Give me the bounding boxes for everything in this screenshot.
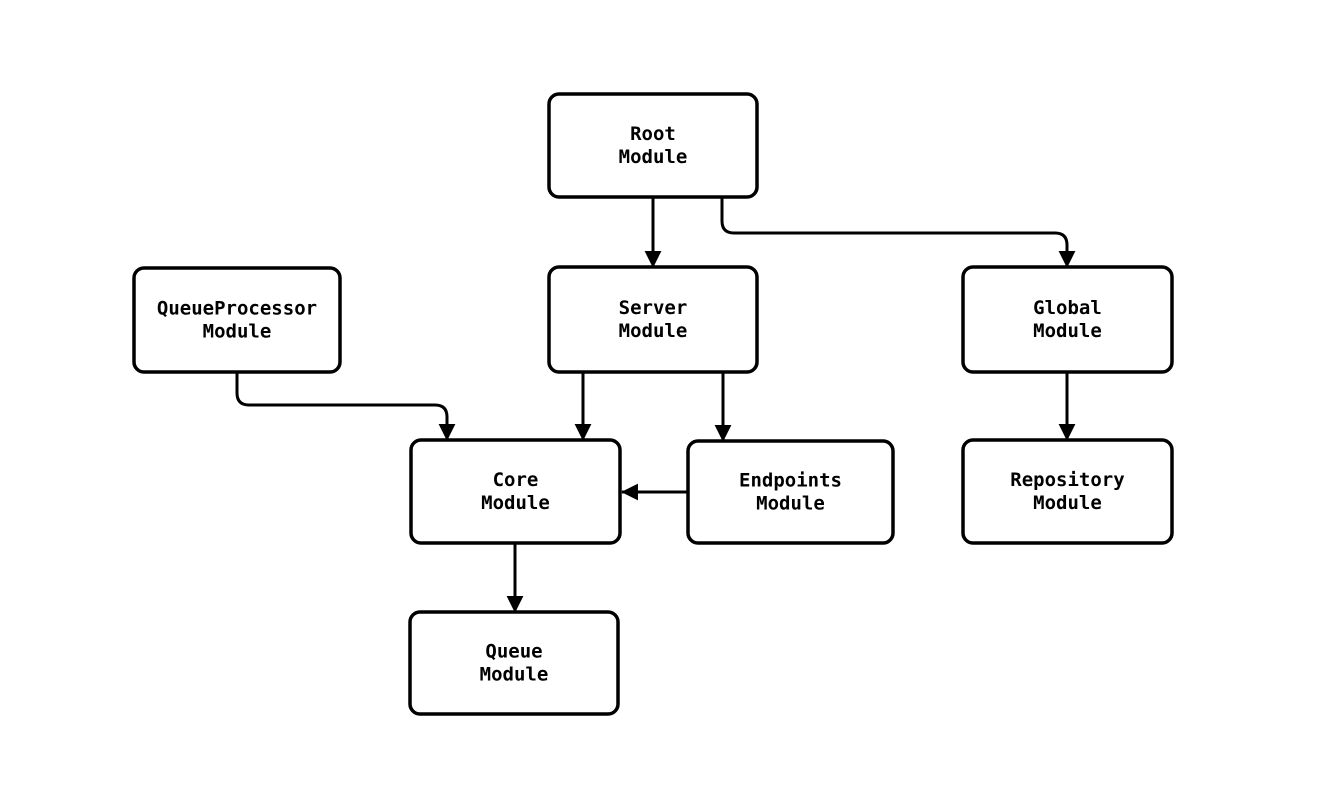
- node-box-server: [547, 265, 759, 374]
- node-box-core: [409, 438, 622, 545]
- node-box-global: [961, 265, 1174, 374]
- node-box-root: [547, 92, 759, 199]
- node-box-queueprocessor: [132, 266, 342, 374]
- node-box-queue: [408, 610, 620, 716]
- node-box-endpoints: [686, 439, 895, 545]
- edge-queueprocessor-core: [235, 372, 456, 441]
- edge-root-global: [720, 197, 1076, 268]
- node-box-repository: [961, 438, 1174, 545]
